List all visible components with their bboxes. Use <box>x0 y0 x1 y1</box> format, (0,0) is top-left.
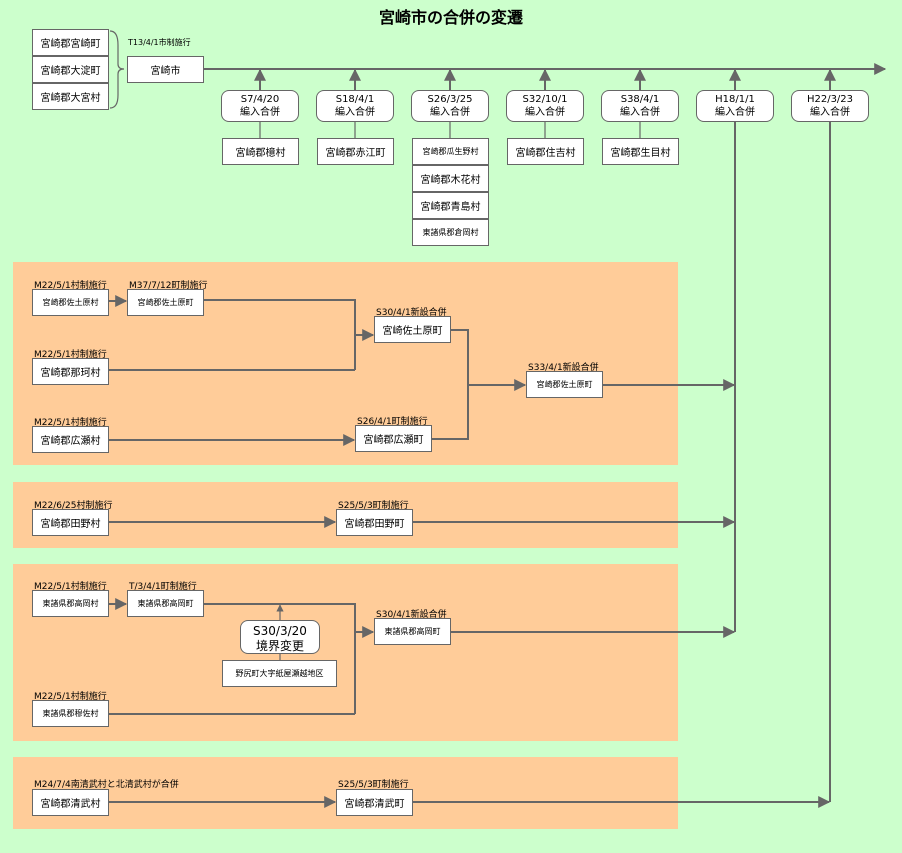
status-label: M22/5/1村制施行 <box>34 692 107 702</box>
municipality-box: 宮崎佐土原町 <box>374 316 451 343</box>
origin-box: 宮崎郡大淀町 <box>32 56 109 83</box>
municipality-box: 東諸県郡高岡町 <box>127 590 204 617</box>
status-label: S25/5/3町制施行 <box>338 501 409 511</box>
municipality-box: 宮崎郡清武町 <box>336 789 413 816</box>
municipality-box: 東諸県郡高岡町 <box>374 618 451 645</box>
diagram-title: 宮崎市の合併の変遷 <box>378 8 523 27</box>
status-label: S33/4/1新設合併 <box>528 363 599 373</box>
status-label: M22/5/1村制施行 <box>34 350 107 360</box>
status-label: S30/4/1新設合併 <box>376 610 447 620</box>
municipality-box: 野尻町大字紙屋瀬越地区 <box>222 660 337 687</box>
absorbed-box: 宮崎郡青島村 <box>412 192 489 219</box>
status-label: S30/4/1新設合併 <box>376 308 447 318</box>
status-label: M22/6/25村制施行 <box>34 501 113 511</box>
absorbed-box: 宮崎郡木花村 <box>412 165 489 192</box>
municipality-box: 宮崎郡佐土原村 <box>32 289 109 316</box>
municipality-box: 宮崎郡佐土原町 <box>526 371 603 398</box>
municipality-box: 宮崎郡広瀬町 <box>355 425 432 452</box>
origin-box: 宮崎郡宮崎町 <box>32 29 109 56</box>
absorbed-box: 宮崎郡瓜生野村 <box>412 138 489 165</box>
municipality-box: 宮崎郡佐土原町 <box>127 289 204 316</box>
municipality-box: 宮崎郡広瀬村 <box>32 426 109 453</box>
absorbed-box: 宮崎郡生目村 <box>602 138 679 165</box>
region-takaoka <box>13 564 678 741</box>
municipality-box: 東諸県郡高岡村 <box>32 590 109 617</box>
absorbed-box: 宮崎郡住吉村 <box>507 138 584 165</box>
absorbed-box: 宮崎郡檍村 <box>222 138 299 165</box>
city-box: 宮崎市 <box>127 56 204 83</box>
municipality-box: 宮崎郡清武村 <box>32 789 109 816</box>
status-label: T/3/4/1町制施行 <box>129 582 197 592</box>
status-label: M24/7/4南清武村と北清武村が合併 <box>34 780 179 790</box>
municipality-box: 宮崎郡那珂村 <box>32 358 109 385</box>
status-label: S25/5/3町制施行 <box>338 780 409 790</box>
status-label: S26/4/1町制施行 <box>357 417 428 427</box>
absorbed-box: 東諸県郡倉岡村 <box>412 219 489 246</box>
municipality-box: 宮崎郡田野村 <box>32 509 109 536</box>
absorbed-box: 宮崎郡赤江町 <box>317 138 394 165</box>
city-status-label: T13/4/1市制施行 <box>128 38 191 47</box>
status-label: M22/5/1村制施行 <box>34 418 107 428</box>
municipality-box: 東諸県郡穆佐村 <box>32 700 109 727</box>
status-label: M22/5/1村制施行 <box>34 582 107 592</box>
origin-box: 宮崎郡大宮村 <box>32 83 109 110</box>
status-label: M22/5/1村制施行 <box>34 281 107 291</box>
municipality-box: 宮崎郡田野町 <box>336 509 413 536</box>
status-label: M37/7/12町制施行 <box>129 281 208 291</box>
